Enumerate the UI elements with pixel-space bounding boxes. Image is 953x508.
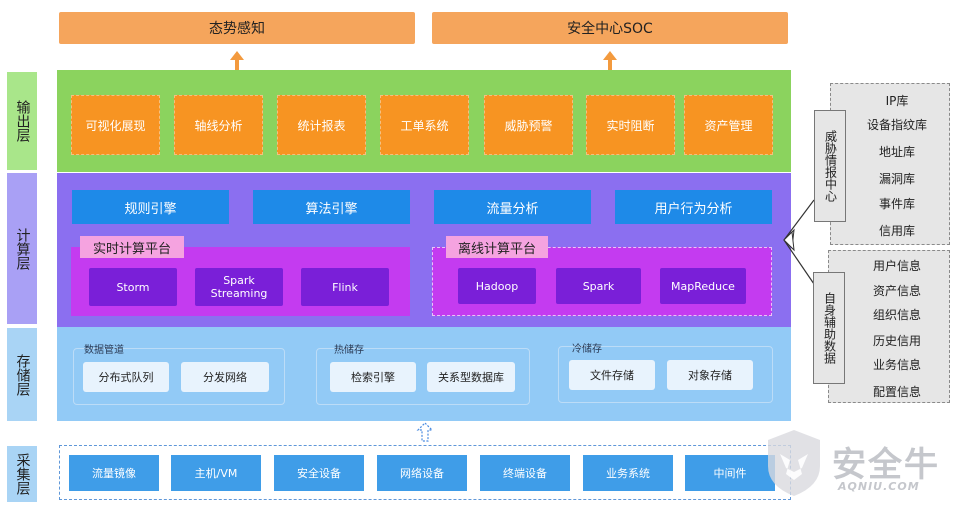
framework-storm: Storm bbox=[89, 268, 177, 306]
threat-intel-item: 事件库 bbox=[878, 196, 915, 211]
threat-intel-title: 威胁情报中心 bbox=[814, 110, 846, 222]
threat-intel-item: 漏洞库 bbox=[878, 171, 915, 186]
arrow-stem bbox=[235, 60, 239, 70]
storage-group-title: 数据管道 bbox=[84, 345, 124, 356]
storage-group-hot bbox=[316, 348, 530, 405]
hollow-arrow-up-icon bbox=[416, 422, 434, 442]
storage-group-pipeline bbox=[73, 348, 285, 405]
collect-item: 网络设备 bbox=[377, 455, 467, 491]
output-item: 统计报表 bbox=[277, 95, 366, 155]
storage-item: 对象存储 bbox=[667, 360, 753, 390]
framework-mapreduce: MapReduce bbox=[660, 268, 746, 304]
arrow-up-icon bbox=[603, 51, 617, 60]
output-item: 威胁预警 bbox=[484, 95, 573, 155]
layer-label-collect: 采集层 bbox=[7, 446, 37, 502]
storage-item: 检索引擎 bbox=[330, 362, 416, 392]
watermark-subtext: AQNIU.COM bbox=[838, 480, 920, 493]
threat-intel-item: 信用库 bbox=[878, 223, 915, 238]
collect-item: 中间件 bbox=[685, 455, 775, 491]
realtime-platform-title: 实时计算平台 bbox=[80, 236, 184, 258]
collect-item: 主机/VM bbox=[171, 455, 261, 491]
framework-spark: Spark bbox=[556, 268, 641, 304]
self-data-item: 配置信息 bbox=[872, 384, 921, 399]
self-data-item: 组织信息 bbox=[872, 307, 921, 322]
collect-item: 流量镜像 bbox=[69, 455, 159, 491]
storage-item: 文件存储 bbox=[569, 360, 655, 390]
layer-label-output: 输出层 bbox=[7, 72, 37, 170]
framework-hadoop: Hadoop bbox=[458, 268, 536, 304]
output-item: 资产管理 bbox=[684, 95, 773, 155]
framework-flink: Flink bbox=[301, 268, 389, 306]
connector-arrows bbox=[783, 199, 815, 285]
self-data-item: 资产信息 bbox=[872, 283, 921, 298]
threat-intel-item: IP库 bbox=[885, 93, 909, 108]
output-item: 实时阻断 bbox=[586, 95, 675, 155]
storage-group-cold bbox=[558, 346, 773, 403]
output-item: 工单系统 bbox=[380, 95, 469, 155]
threat-intel-item: 设备指纹库 bbox=[866, 117, 927, 132]
self-data-title: 自身辅助数据 bbox=[813, 272, 845, 384]
offline-platform-title: 离线计算平台 bbox=[446, 236, 548, 258]
situation-awareness-box: 态势感知 bbox=[59, 12, 415, 44]
storage-item: 关系型数据库 bbox=[427, 362, 515, 392]
storage-group-title: 冷储存 bbox=[572, 344, 602, 355]
self-data-item: 用户信息 bbox=[872, 258, 921, 273]
self-data-item: 历史信用 bbox=[872, 333, 921, 348]
soc-box: 安全中心SOC bbox=[432, 12, 788, 44]
layer-label-compute: 计算层 bbox=[7, 173, 37, 324]
layer-label-storage: 存储层 bbox=[7, 328, 37, 421]
storage-item: 分发网络 bbox=[181, 362, 269, 392]
collect-item: 安全设备 bbox=[274, 455, 364, 491]
watermark-logo-icon bbox=[768, 430, 820, 496]
self-data-item: 业务信息 bbox=[872, 357, 921, 372]
watermark-text: 安全牛 bbox=[832, 445, 940, 485]
user-behavior-analysis: 用户行为分析 bbox=[615, 190, 772, 224]
arrow-up-icon bbox=[230, 51, 244, 60]
storage-item: 分布式队列 bbox=[83, 362, 169, 392]
collect-item: 业务系统 bbox=[583, 455, 673, 491]
algorithm-engine: 算法引擎 bbox=[253, 190, 410, 224]
rule-engine: 规则引擎 bbox=[72, 190, 229, 224]
output-item: 轴线分析 bbox=[174, 95, 263, 155]
arrow-stem bbox=[608, 60, 612, 70]
output-item: 可视化展现 bbox=[71, 95, 160, 155]
framework-spark-streaming: Spark Streaming bbox=[195, 268, 283, 306]
threat-intel-item: 地址库 bbox=[878, 144, 915, 159]
storage-group-title: 热储存 bbox=[334, 345, 364, 356]
collect-item: 终端设备 bbox=[480, 455, 570, 491]
traffic-analysis: 流量分析 bbox=[434, 190, 591, 224]
